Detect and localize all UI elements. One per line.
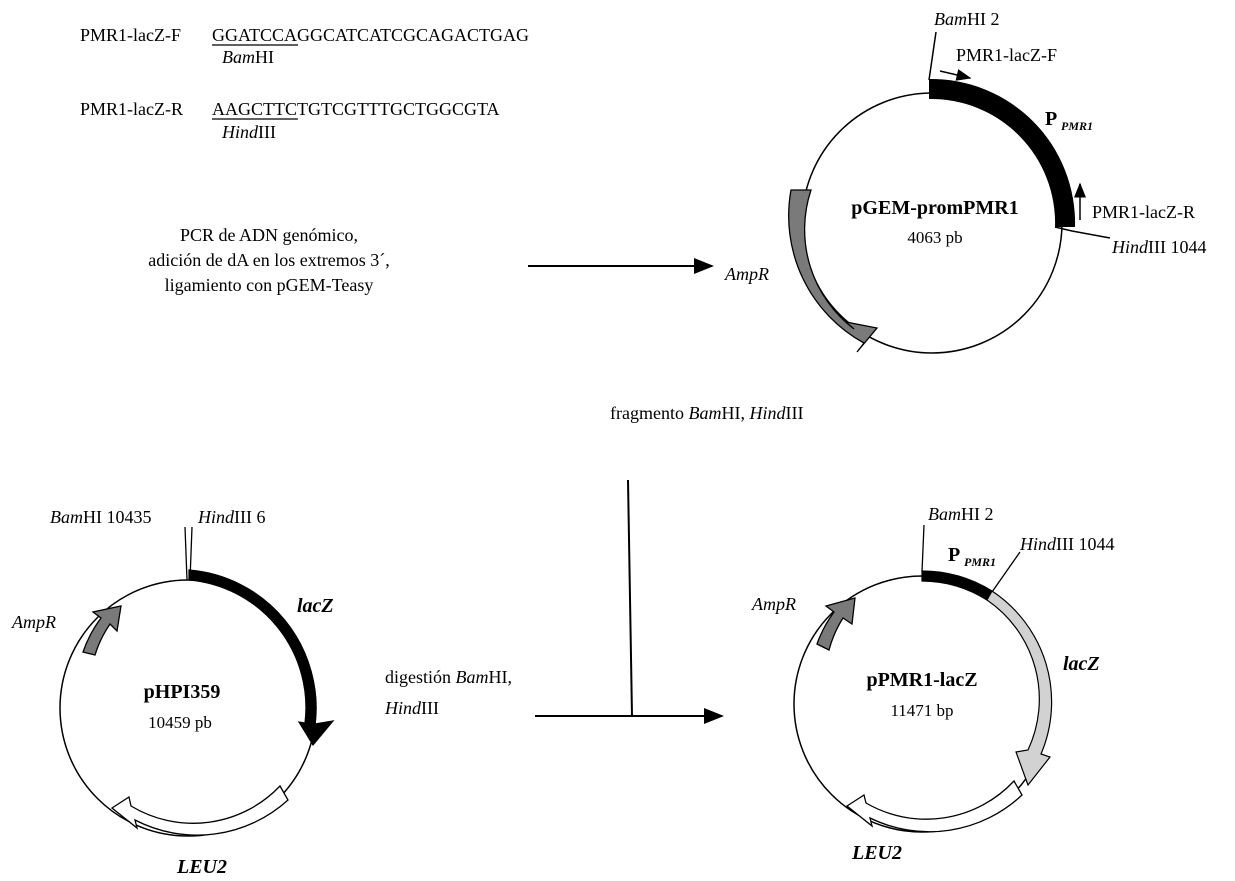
primer-forward-site: GGATCC xyxy=(212,25,284,45)
primer-reverse-site: AAGCTT xyxy=(212,99,285,119)
pgem-primer-r-label: PMR1-lacZ-R xyxy=(1092,202,1195,222)
ppmr-lacz-arrow xyxy=(986,590,1053,787)
step2-merge-line xyxy=(627,479,633,717)
primer-forward-sequence: GGATCCAGGCATCATCGCAGACTGAG xyxy=(212,25,529,45)
ppmr-promoter-subscript: PMR1 xyxy=(964,555,996,569)
phpi-hindiii-label: HindIII 6 xyxy=(197,507,265,527)
phpi-leu2-label: LEU2 xyxy=(176,856,227,878)
pgem-bamhi-site-line xyxy=(928,31,937,81)
primer-forward-rest: AGGCATCATCGCAGACTGAG xyxy=(284,25,529,45)
step3-line-1: digestión BamHI, xyxy=(385,667,512,687)
pgem-promoter-segment xyxy=(929,78,1076,227)
ppmr-ampr-label: AmpR xyxy=(751,594,796,614)
pgem-hindiii-label: HindIII 1044 xyxy=(1111,237,1206,257)
step2-description: fragmento BamHI, HindIII xyxy=(610,403,803,423)
primer-reverse-enzyme: HindIII xyxy=(221,122,276,142)
ppmr-ampr-arrow xyxy=(816,597,856,651)
step1-description: PCR de ADN genómico, adición de dA en lo… xyxy=(148,225,389,295)
phpi-ampr-label: AmpR xyxy=(11,612,56,632)
pgem-name: pGEM-promPMR1 xyxy=(851,197,1018,219)
ppmr-leu2-arrow xyxy=(845,779,1023,833)
step1-line-3: ligamiento con pGEM-Teasy xyxy=(165,275,374,295)
phpi-name: pHPI359 xyxy=(144,681,221,703)
ppmr-name: pPMR1-lacZ xyxy=(866,669,977,691)
phpi-bamhi-site-line xyxy=(184,526,188,581)
phpi-size: 10459 pb xyxy=(148,713,212,732)
pgem-hindiii-site-line xyxy=(1054,226,1111,239)
step3-description: digestión BamHI, HindIII xyxy=(384,667,512,718)
plasmid-phpi359: BamHI 10435 HindIII 6 lacZ AmpR LEU2 pHP… xyxy=(11,507,335,878)
ppmr-promoter-label: P xyxy=(948,544,960,566)
ppmr-promoter-segment xyxy=(921,570,993,601)
phpi-hindiii-site-line xyxy=(189,526,193,581)
primer-forward: PMR1-lacZ-F GGATCCAGGCATCATCGCAGACTGAG B… xyxy=(80,25,529,67)
ppmr-leu2-label: LEU2 xyxy=(851,842,902,864)
pgem-bamhi-label: BamHI 2 xyxy=(934,9,1000,29)
pgem-ampr-label: AmpR xyxy=(724,264,769,284)
pgem-promoter-label: P xyxy=(1045,108,1057,130)
pgem-size: 4063 pb xyxy=(907,228,962,247)
primer-forward-enzyme: BamHI xyxy=(222,47,274,67)
step3-line-2: HindIII xyxy=(384,698,439,718)
pgem-promoter-subscript: PMR1 xyxy=(1061,119,1093,133)
pgem-primer-f-label: PMR1-lacZ-F xyxy=(956,45,1057,65)
ppmr-bamhi-label: BamHI 2 xyxy=(928,504,994,524)
pgem-ampr-arrow xyxy=(788,189,879,353)
plasmid-pgem-prompmr1: BamHI 2 PMR1-lacZ-F P PMR1 PMR1-lacZ-R H… xyxy=(724,9,1206,354)
ppmr-size: 11471 bp xyxy=(890,701,953,720)
step1-line-1: PCR de ADN genómico, xyxy=(180,225,358,245)
phpi-bamhi-label: BamHI 10435 xyxy=(50,507,152,527)
phpi-lacz-label: lacZ xyxy=(297,595,334,617)
ppmr-hindiii-label: HindIII 1044 xyxy=(1019,534,1114,554)
plasmid-ppmr1-lacz: BamHI 2 HindIII 1044 P PMR1 lacZ AmpR LE… xyxy=(751,504,1114,864)
primer-reverse-rest: CTGTCGTTTGCTGGCGTA xyxy=(285,99,500,119)
ppmr-bamhi-site-line xyxy=(921,524,925,573)
ppmr-hindiii-site-line xyxy=(991,551,1021,593)
primer-reverse-name: PMR1-lacZ-R xyxy=(80,99,183,119)
pgem-primer-f-arrow xyxy=(939,69,972,81)
phpi-ampr-arrow xyxy=(82,605,122,656)
primer-reverse-sequence: AAGCTTCTGTCGTTTGCTGGCGTA xyxy=(212,99,500,119)
phpi-leu2-arrow xyxy=(110,784,289,836)
phpi-lacz-arrow xyxy=(188,569,335,747)
step1-line-2: adición de dA en los extremos 3´, xyxy=(148,250,389,270)
primer-reverse: PMR1-lacZ-R AAGCTTCTGTCGTTTGCTGGCGTA Hin… xyxy=(80,99,500,142)
primer-forward-name: PMR1-lacZ-F xyxy=(80,25,181,45)
ppmr-lacz-label: lacZ xyxy=(1063,653,1100,675)
